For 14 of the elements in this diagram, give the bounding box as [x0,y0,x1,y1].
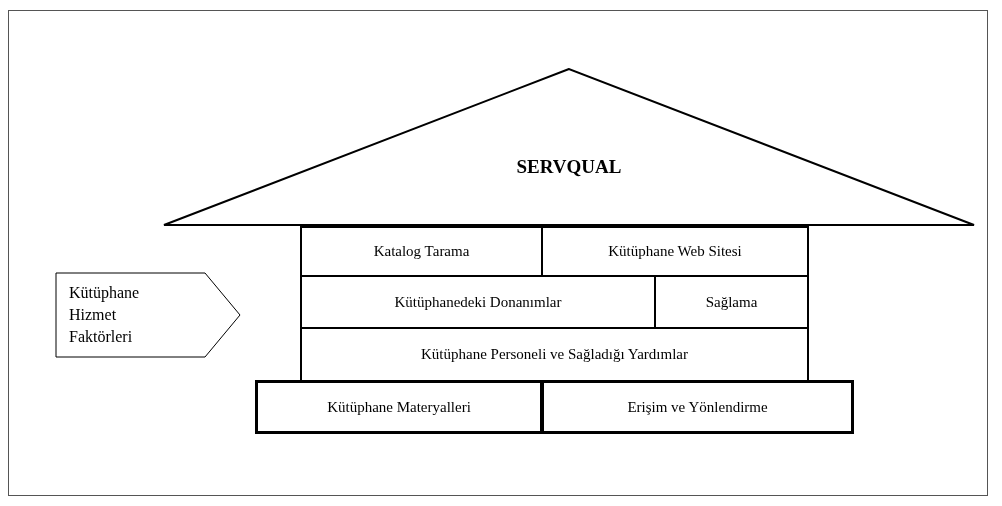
brick-label: Kütüphanedeki Donanımlar [394,293,562,311]
foundation-brick [255,380,543,434]
arrow-label: Kütüphane Hizmet Faktörleri [69,283,141,347]
roof-title: SERVQUAL [516,156,622,178]
wall-brick [541,226,809,277]
foundation-brick [541,380,854,434]
wall-brick [300,327,809,382]
brick-label: Erişim ve Yönlendirme [627,398,768,416]
brick-label: Kütüphane Web Sitesi [608,243,742,260]
brick-label: Kütüphane Personeli ve Sağladığı Yardımlar [420,346,688,363]
brick-label: Kütüphane Materyalleri [327,398,471,416]
wall-brick [300,226,543,277]
brick-label: Katalog Tarama [373,243,470,260]
brick-label: Sağlama [705,293,758,311]
